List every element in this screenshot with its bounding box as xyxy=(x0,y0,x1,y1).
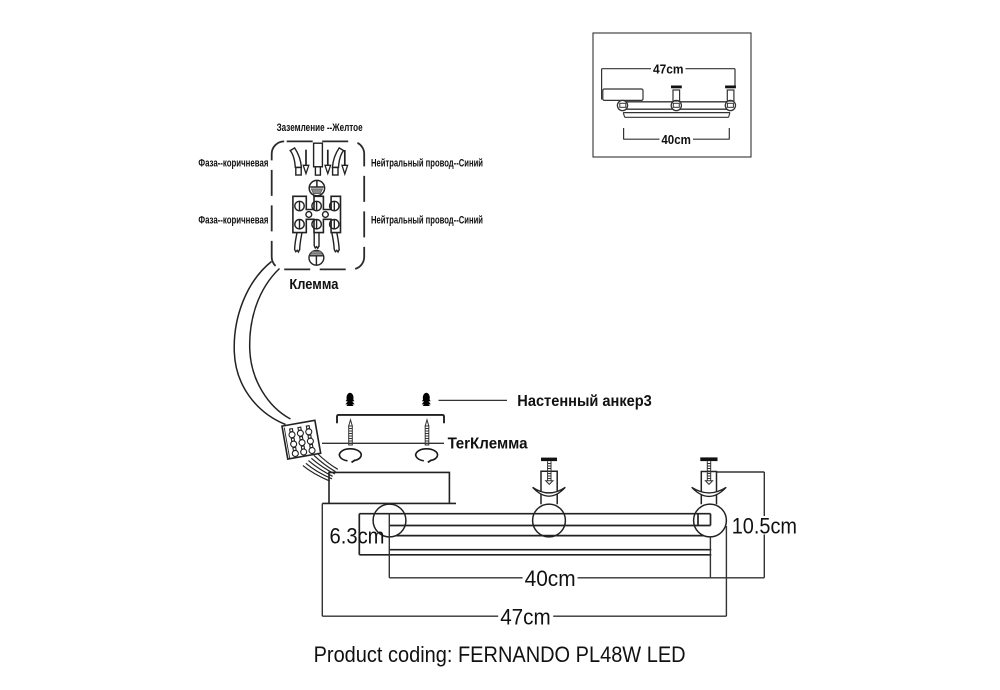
svg-text:Фаза--коричневая: Фаза--коричневая xyxy=(198,158,268,170)
svg-text:40cm: 40cm xyxy=(525,566,576,591)
svg-text:TerКлемма: TerКлемма xyxy=(448,436,528,453)
svg-text:Настенный анкер3: Настенный анкер3 xyxy=(517,393,652,410)
svg-text:Нейтральный провод--Синий: Нейтральный провод--Синий xyxy=(371,215,483,227)
svg-text:10.5cm: 10.5cm xyxy=(732,514,797,539)
svg-text:40cm: 40cm xyxy=(661,132,691,147)
svg-text:Нейтральный провод--Синий: Нейтральный провод--Синий xyxy=(371,158,483,170)
svg-text:47cm: 47cm xyxy=(653,61,684,76)
svg-text:Product coding: FERNANDO PL48W: Product coding: FERNANDO PL48W LED xyxy=(314,642,686,667)
svg-text:47cm: 47cm xyxy=(500,604,551,629)
svg-text:Заземление --Желтое: Заземление --Желтое xyxy=(277,122,363,134)
svg-text:Клемма: Клемма xyxy=(289,277,339,293)
svg-text:6.3cm: 6.3cm xyxy=(330,524,385,549)
svg-text:Фаза--коричневая: Фаза--коричневая xyxy=(198,215,268,227)
